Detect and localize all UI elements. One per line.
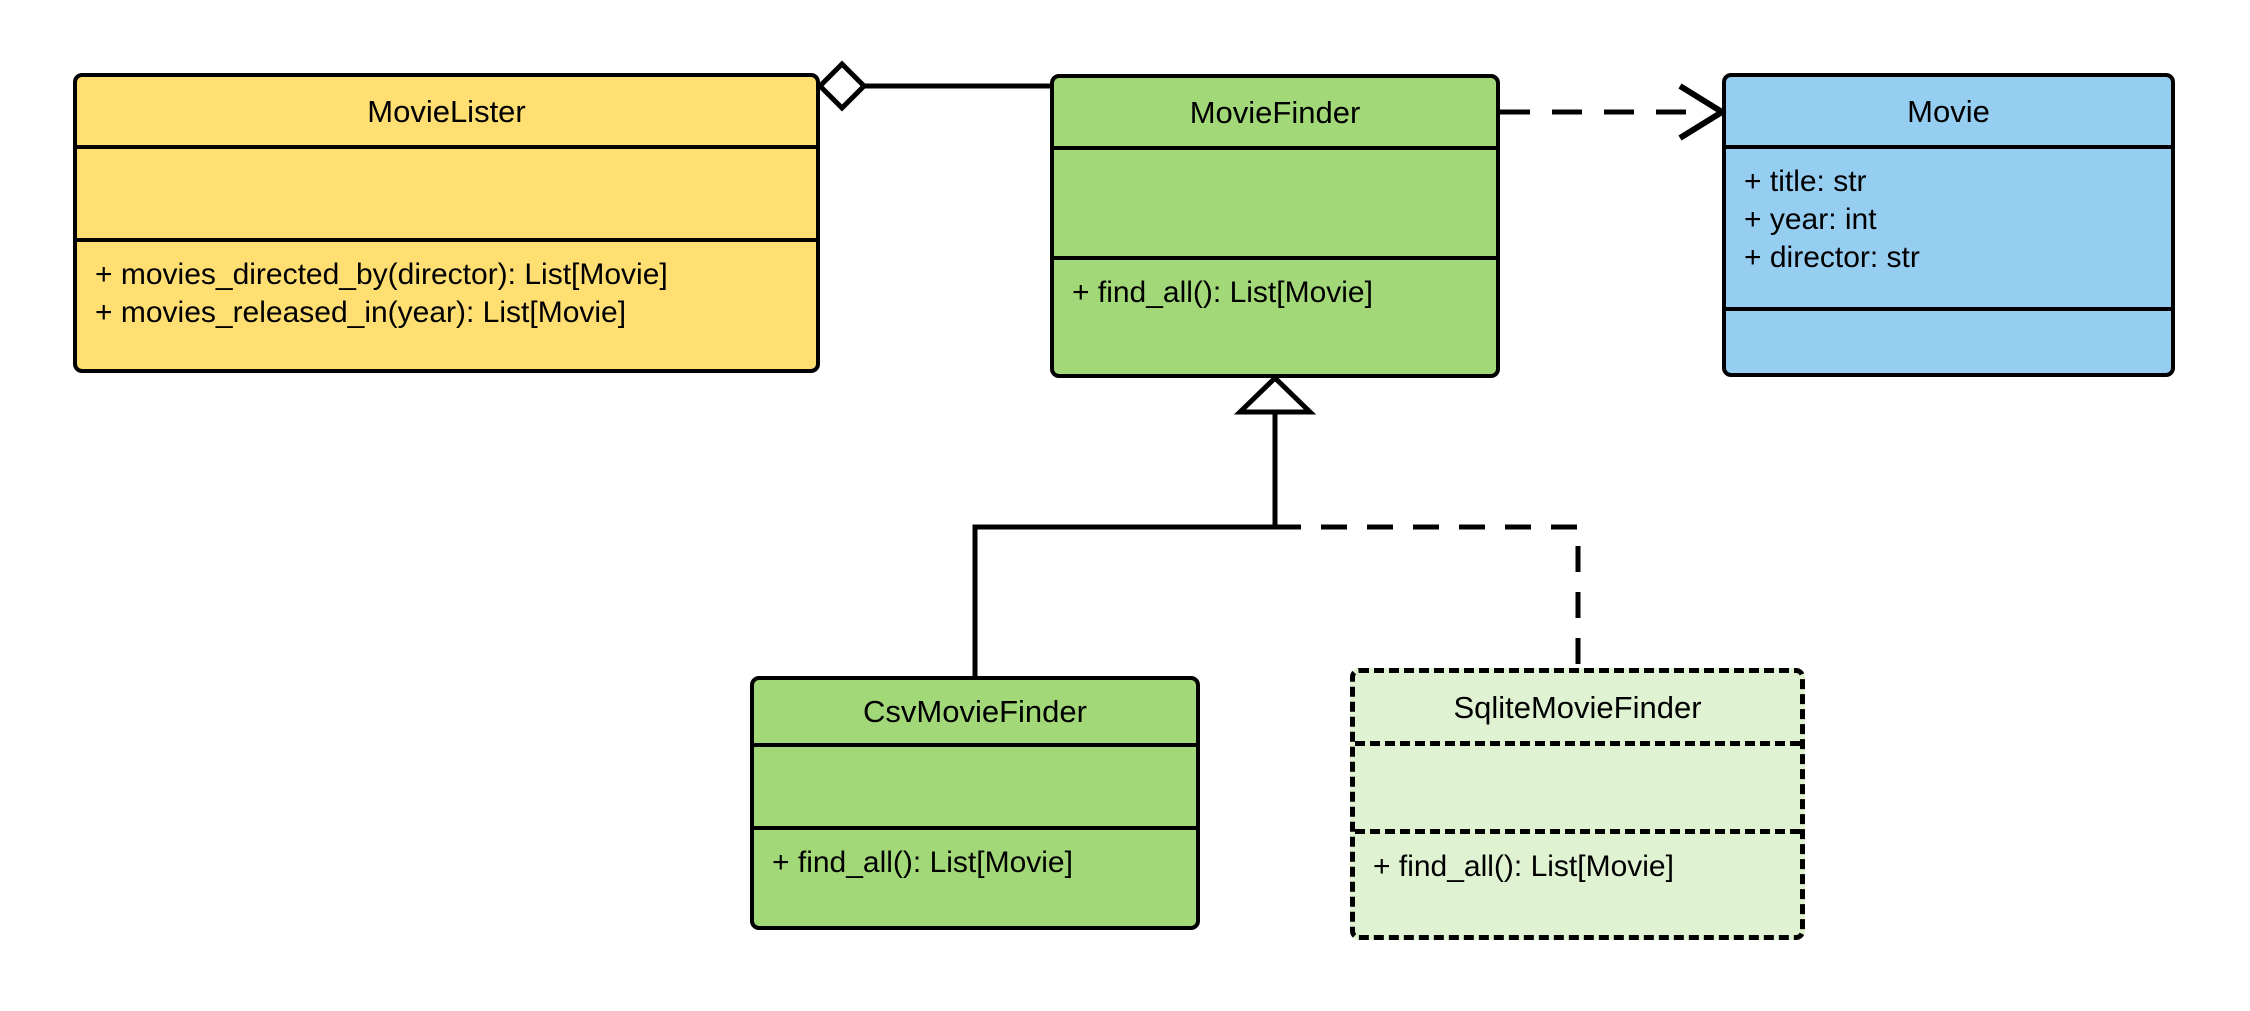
empty-attributes [754,747,1196,826]
empty-methods [1726,311,2171,373]
empty-attributes [1054,150,1496,256]
edge-dependency-finder-movie[interactable] [1500,83,1728,141]
edge-generalization-sqlite-finder[interactable] [1275,524,1581,668]
empty-attributes [77,149,816,238]
attributes-compartment-csv-movie-finder [754,743,1196,826]
empty-attributes [1355,746,1800,829]
attribute-item: + title: str [1744,165,1867,198]
hollow-diamond-marker [816,60,868,112]
methods-compartment-movie [1726,307,2171,373]
attributes-compartment-movie-finder [1054,146,1496,256]
class-box-movie-lister[interactable]: MovieLister + movies_directed_by(directo… [73,73,820,373]
methods-compartment-movie-lister: + movies_directed_by(director): List[Mov… [77,238,816,369]
method-item: + find_all(): List[Movie] [1072,276,1373,309]
class-box-movie-finder[interactable]: MovieFinder + find_all(): List[Movie] [1050,74,1500,378]
methods-compartment-sqlite-movie-finder: + find_all(): List[Movie] [1355,829,1800,935]
class-box-csv-movie-finder[interactable]: CsvMovieFinder + find_all(): List[Movie] [750,676,1200,930]
methods-compartment-csv-movie-finder: + find_all(): List[Movie] [754,826,1196,926]
open-arrow-marker [1678,83,1728,141]
attribute-item: + director: str [1744,240,1920,274]
methods-compartment-movie-finder: + find_all(): List[Movie] [1054,256,1496,374]
method-item: + find_all(): List[Movie] [772,846,1073,879]
class-title-csv-movie-finder: CsvMovieFinder [863,694,1087,729]
class-title-movie: Movie [1907,93,1990,129]
attributes-compartment-sqlite-movie-finder [1355,741,1800,829]
method-item: + movies_released_in(year): List[Movie] [95,295,627,329]
method-item: + movies_directed_by(director): List[Mov… [95,258,668,291]
method-item: + find_all(): List[Movie] [1373,850,1674,883]
attributes-compartment-movie: + title: str + year: int + director: str [1726,145,2171,307]
attributes-compartment-movie-lister [77,145,816,238]
class-box-sqlite-movie-finder[interactable]: SqliteMovieFinder + find_all(): List[Mov… [1350,668,1805,940]
class-title-movie-lister: MovieLister [367,93,526,129]
hollow-triangle-marker [1233,374,1317,415]
class-title-movie-finder: MovieFinder [1189,94,1361,130]
edge-aggregation-lister-finder[interactable] [816,60,1050,112]
edge-generalization-trunk [1233,374,1317,527]
class-title-sqlite-movie-finder: SqliteMovieFinder [1453,689,1702,725]
attribute-item: + year: int [1744,202,1877,236]
class-box-movie[interactable]: Movie + title: str + year: int + directo… [1722,73,2175,377]
edge-generalization-csv-finder[interactable] [972,524,1275,676]
